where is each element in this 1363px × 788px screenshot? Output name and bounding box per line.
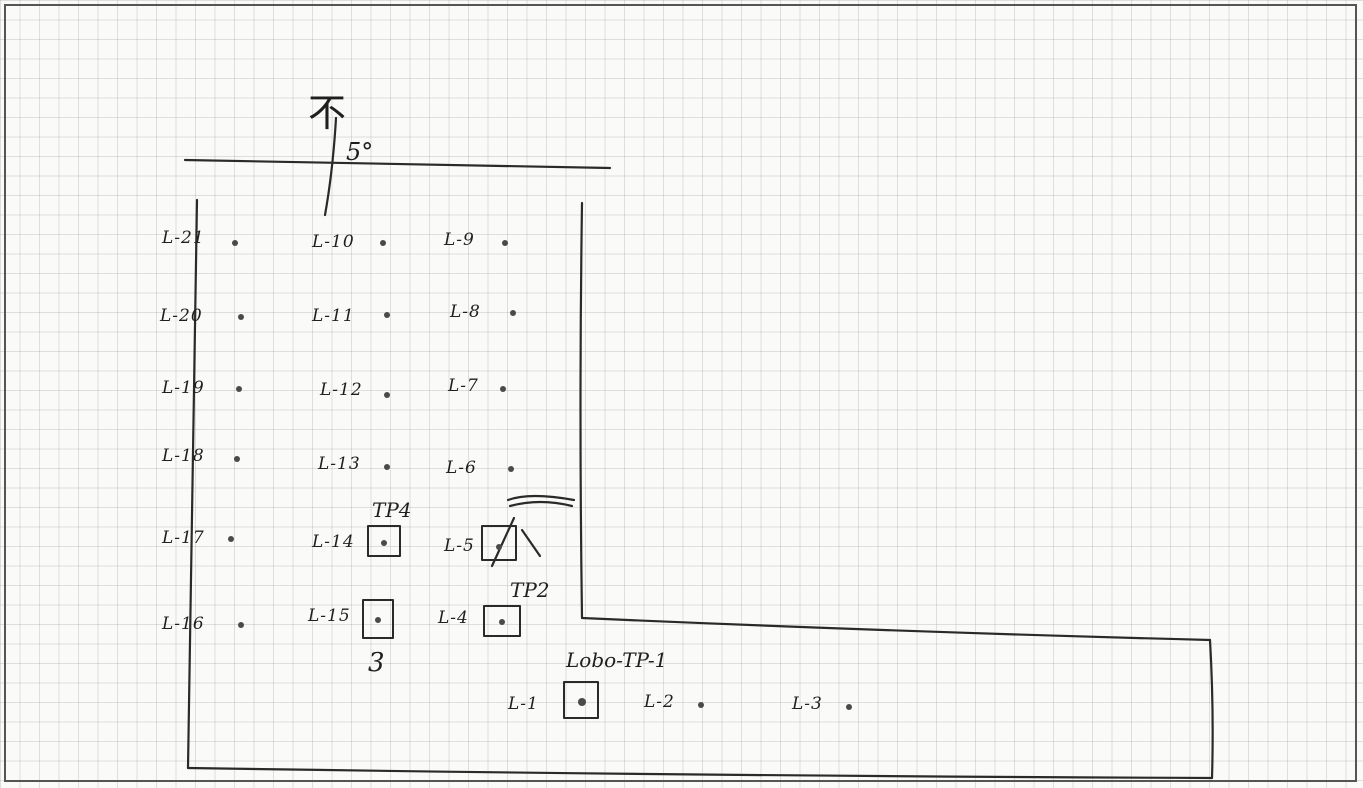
well-label-l6: L-6 [446, 458, 477, 478]
well-point-l20 [238, 314, 244, 320]
well-point-l5 [496, 544, 502, 550]
well-point-l15 [375, 617, 381, 623]
test-pit-label-tp3: 3 [368, 648, 385, 678]
tp5-cross [490, 516, 516, 568]
well-point-l6 [508, 466, 514, 472]
tp3-box [362, 599, 394, 639]
tp4-box [367, 525, 401, 557]
test-pit-label-tp2: TP2 [510, 578, 550, 602]
well-label-l5: L-5 [444, 536, 475, 556]
well-point-l11 [384, 312, 390, 318]
well-point-l12 [384, 392, 390, 398]
boundary-left [186, 198, 199, 770]
well-point-l14 [381, 540, 387, 546]
well-point-l8 [510, 310, 516, 316]
well-label-l8: L-8 [450, 302, 481, 322]
well-point-l7 [500, 386, 506, 392]
well-label-l2: L-2 [644, 692, 675, 712]
well-point-l9 [502, 240, 508, 246]
well-label-l11: L-11 [312, 306, 355, 326]
well-point-l10 [380, 240, 386, 246]
well-point-l3 [846, 704, 852, 710]
well-label-l19: L-19 [162, 378, 205, 398]
boundary-step-top [580, 616, 1212, 642]
tp5-cross-2 [520, 528, 542, 558]
paper-border [4, 4, 1357, 782]
boundary-right-lower [1208, 638, 1214, 780]
well-point-l16 [238, 622, 244, 628]
north-arrow-line [323, 116, 338, 217]
well-point-l13 [384, 464, 390, 470]
scribble [506, 494, 576, 508]
well-point-l18 [234, 456, 240, 462]
tp1-box [563, 681, 599, 719]
well-label-l3: L-3 [792, 694, 823, 714]
well-point-l21 [232, 240, 238, 246]
well-point-l2 [698, 702, 704, 708]
well-label-l1: L-1 [508, 694, 539, 714]
north-symbol: 不 [308, 91, 347, 135]
tp5-box [481, 525, 517, 561]
well-label-l9: L-9 [444, 230, 475, 250]
well-label-l14: L-14 [312, 532, 355, 552]
well-label-l16: L-16 [162, 614, 205, 634]
well-label-l10: L-10 [312, 232, 355, 252]
well-label-l21: L-21 [162, 228, 205, 248]
reference-line [183, 158, 612, 170]
well-label-l20: L-20 [160, 306, 203, 326]
well-point-l17 [228, 536, 234, 542]
boundary-right-upper [579, 201, 584, 620]
test-pit-label-tp1: Lobo-TP-1 [566, 648, 668, 672]
well-label-l7: L-7 [448, 376, 479, 396]
well-label-l13: L-13 [318, 454, 361, 474]
well-label-l4: L-4 [438, 608, 469, 628]
well-point-l4 [499, 619, 505, 625]
well-label-l18: L-18 [162, 446, 205, 466]
tp2-box [483, 605, 521, 637]
north-bearing: 5° [346, 138, 374, 166]
test-pit-label-tp4: TP4 [372, 498, 412, 522]
well-point-l1 [578, 698, 586, 706]
well-label-l15: L-15 [308, 606, 351, 626]
well-label-l17: L-17 [162, 528, 205, 548]
well-label-l12: L-12 [320, 380, 363, 400]
boundary-bottom [186, 766, 1214, 780]
well-point-l19 [236, 386, 242, 392]
